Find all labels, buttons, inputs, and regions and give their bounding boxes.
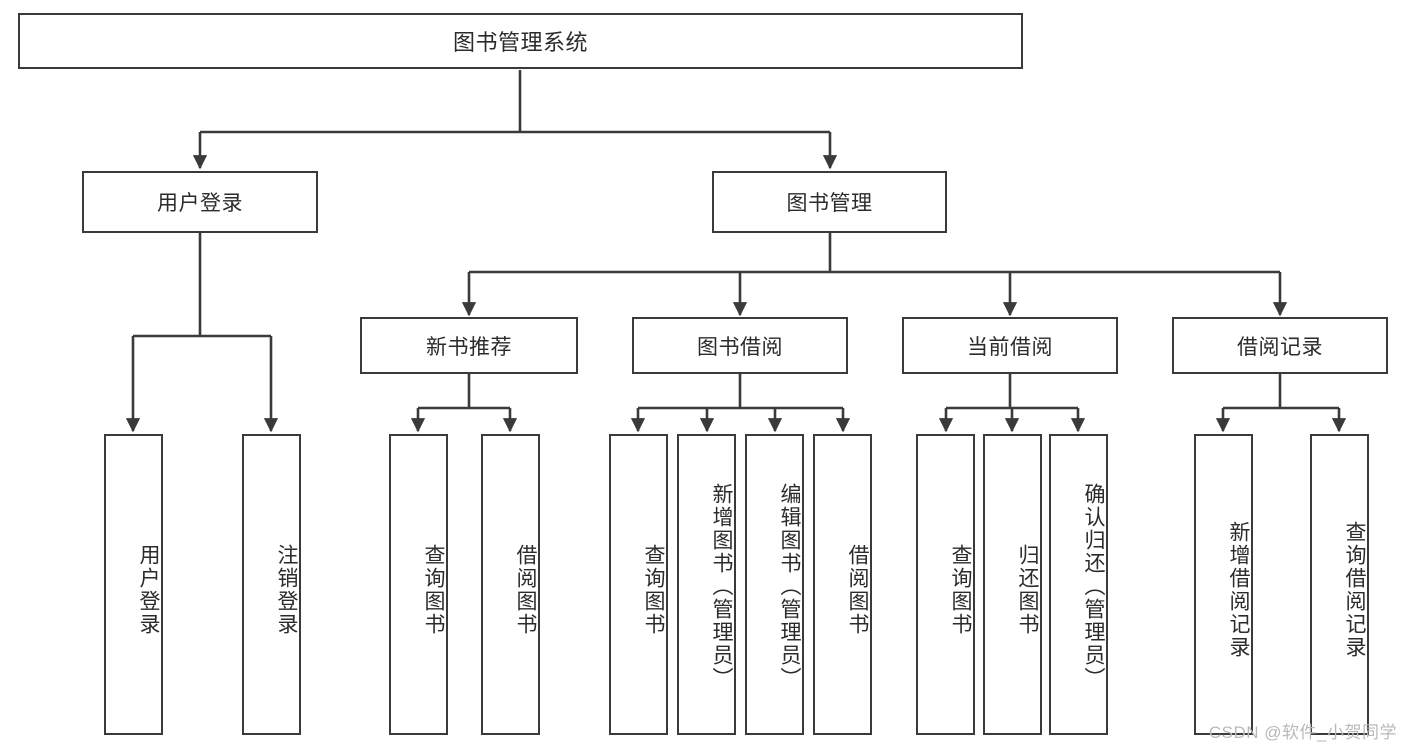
node-label: 归还图书 [1016,543,1039,636]
watermark-text: CSDN @软件_小贺同学 [1208,723,1397,742]
node-label: 借阅图书 [846,543,869,636]
leaf-user-login-logout[interactable]: 注销登录 [242,434,301,735]
node-current-borrow[interactable]: 当前借阅 [902,317,1118,374]
node-new-book-recommend[interactable]: 新书推荐 [360,317,578,374]
node-root-book-management-system[interactable]: 图书管理系统 [18,13,1023,69]
node-borrow-record[interactable]: 借阅记录 [1172,317,1388,374]
node-label: 查询图书 [949,543,972,636]
node-label: 查询图书 [642,543,665,636]
node-book-management[interactable]: 图书管理 [712,171,947,233]
node-label: 查询图书 [422,543,445,636]
node-label: 新书推荐 [426,335,512,359]
node-label: 用户登录 [157,192,243,215]
leaf-book-borrow-add-book-admin[interactable]: 新增图书（管理员） [677,434,736,735]
leaf-current-borrow-return-books[interactable]: 归还图书 [983,434,1042,735]
leaf-new-book-query-books[interactable]: 查询图书 [389,434,448,735]
node-label: 查询借阅记录 [1343,520,1366,659]
leaf-borrow-record-query-record[interactable]: 查询借阅记录 [1310,434,1369,735]
node-label: 新增借阅记录 [1227,520,1250,659]
leaf-borrow-record-add-record[interactable]: 新增借阅记录 [1194,434,1253,735]
leaf-book-borrow-borrow-books[interactable]: 借阅图书 [813,434,872,735]
leaf-user-login-login[interactable]: 用户登录 [104,434,163,735]
node-label: 确认归还（管理员） [1082,483,1105,690]
node-label: 借阅记录 [1237,335,1323,359]
leaf-book-borrow-query-books[interactable]: 查询图书 [609,434,668,735]
node-label: 新增图书（管理员） [710,483,733,690]
leaf-book-borrow-edit-book-admin[interactable]: 编辑图书（管理员） [745,434,804,735]
node-label: 借阅图书 [514,543,537,636]
node-label: 编辑图书（管理员） [778,483,801,690]
leaf-current-borrow-confirm-return-admin[interactable]: 确认归还（管理员） [1049,434,1108,735]
node-label: 注销登录 [275,543,298,636]
leaf-current-borrow-query-books[interactable]: 查询图书 [916,434,975,735]
leaf-new-book-borrow-books[interactable]: 借阅图书 [481,434,540,735]
node-label: 用户登录 [137,543,160,636]
node-label: 图书管理 [786,192,873,215]
node-user-login[interactable]: 用户登录 [82,171,318,233]
node-label: 图书管理系统 [452,30,588,55]
node-label: 当前借阅 [967,335,1053,359]
node-label: 图书借阅 [697,335,783,359]
node-book-borrow[interactable]: 图书借阅 [632,317,848,374]
